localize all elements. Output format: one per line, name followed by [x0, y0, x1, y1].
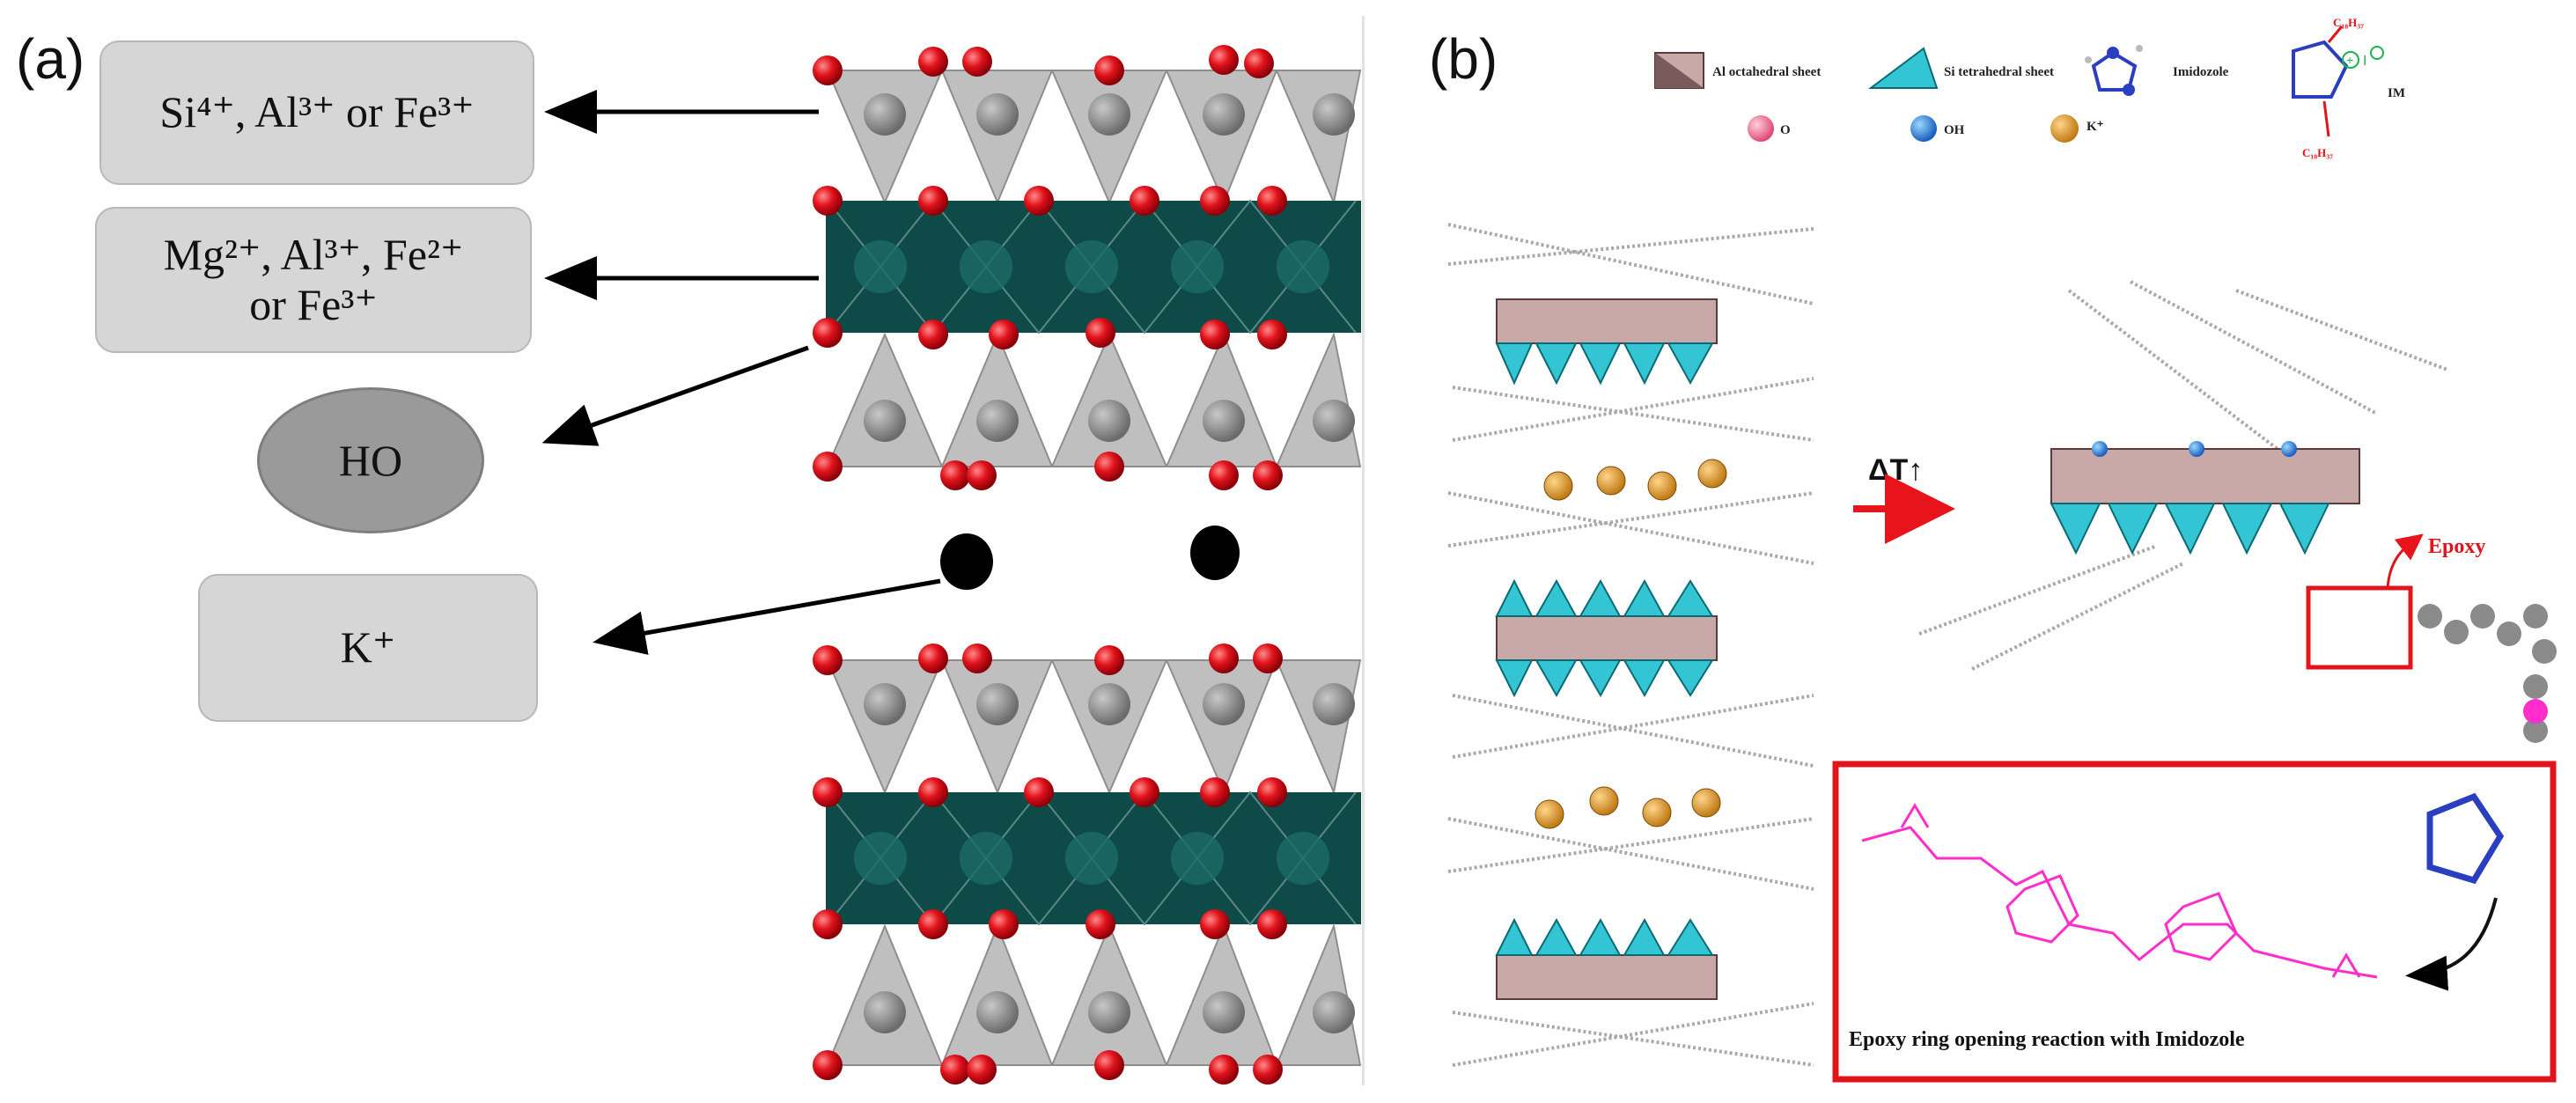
arrow-hydroxyl	[541, 345, 809, 446]
oh-legend-label: OH	[1944, 123, 1965, 137]
im-chain-top: C₁₈H₃₇	[2333, 16, 2364, 29]
heat-label: ΔT↑	[1868, 453, 1923, 487]
al-sheet-legend-icon	[1654, 52, 1704, 89]
epoxy-label: Epoxy	[2428, 535, 2485, 558]
imidazole-legend-label: Imidozole	[2173, 65, 2229, 79]
oxygen-atoms-bottom	[813, 643, 1287, 1085]
panel-a-label: (a)	[16, 27, 85, 91]
im-structure-icon: + I	[2292, 26, 2384, 137]
interlayer-cation-text: K⁺	[340, 622, 396, 673]
octahedral-cations-box: Mg²⁺, Al³⁺, Fe²⁺ or Fe³⁺	[95, 207, 532, 353]
panel-divider	[1362, 16, 1365, 1085]
reaction-box	[1832, 761, 2557, 1083]
oxygen-legend-label: O	[1780, 123, 1791, 137]
svg-text:+: +	[2346, 53, 2353, 67]
k-ions-interlayer	[1535, 459, 1727, 829]
svg-text:I: I	[2363, 54, 2366, 69]
epoxy-pointer-arrow	[2386, 533, 2424, 589]
clay-layer-stack	[1447, 223, 1814, 1067]
octahedral-sheet-top	[826, 199, 1361, 335]
panel-a-arrows	[541, 90, 941, 655]
hydroxyl-ellipse: HO	[257, 387, 484, 533]
expanded-clay-layer	[1918, 280, 2448, 671]
octahedral-sheet-bottom	[826, 790, 1361, 926]
si-sheet-legend-label: Si tetrahedral sheet	[1944, 65, 2054, 79]
clay-layer-1	[1495, 298, 1718, 386]
hydroxyl-text: HO	[338, 436, 403, 485]
mica-structure-bottom-layer	[813, 643, 1362, 1085]
im-chain-bottom: C₁₈H₃₇	[2302, 146, 2333, 159]
oh-legend-icon	[1910, 115, 1937, 142]
legend: Al octahedral sheet Si tetrahedral sheet…	[1654, 16, 2405, 159]
panel-b-label: (b)	[1429, 27, 1498, 91]
imidazole-reactant	[2426, 792, 2505, 885]
arrow-interlayer	[592, 578, 941, 655]
clay-layer-2	[1495, 578, 1718, 698]
epoxy-reactant-structure	[1861, 803, 2378, 979]
k-legend-label: K⁺	[2087, 120, 2104, 134]
octahedral-cations-line2: or Fe³⁺	[249, 280, 378, 329]
im-legend-label: IM	[2388, 86, 2405, 100]
reaction-arrow	[2405, 897, 2498, 991]
k-legend-icon	[2050, 114, 2079, 143]
alkyl-chains-left	[1447, 223, 1814, 1067]
imidazole-legend-icon	[2085, 45, 2143, 96]
oxygen-legend-icon	[1748, 115, 1774, 142]
epoxy-molecule	[2418, 604, 2557, 787]
reaction-caption: Epoxy ring opening reaction with Imidozo…	[1849, 1028, 2245, 1051]
oxygen-atoms-top	[813, 45, 1287, 490]
interlayer-cation-box: K⁺	[198, 574, 538, 722]
tetrahedral-cations-box: Si⁴⁺, Al³⁺ or Fe³⁺	[99, 40, 534, 185]
tetrahedral-cations-text: Si⁴⁺, Al³⁺ or Fe³⁺	[159, 87, 475, 137]
interlayer-k-ions	[940, 526, 1240, 590]
octahedral-cations-line1: Mg²⁺, Al³⁺, Fe²⁺	[163, 229, 464, 279]
si-sheet-legend-icon	[1868, 47, 1939, 89]
clay-layer-3	[1495, 917, 1718, 1000]
epoxy-highlight-box	[2306, 585, 2413, 670]
mica-structure-top-layer	[813, 45, 1362, 490]
al-sheet-legend-label: Al octahedral sheet	[1712, 65, 1821, 79]
